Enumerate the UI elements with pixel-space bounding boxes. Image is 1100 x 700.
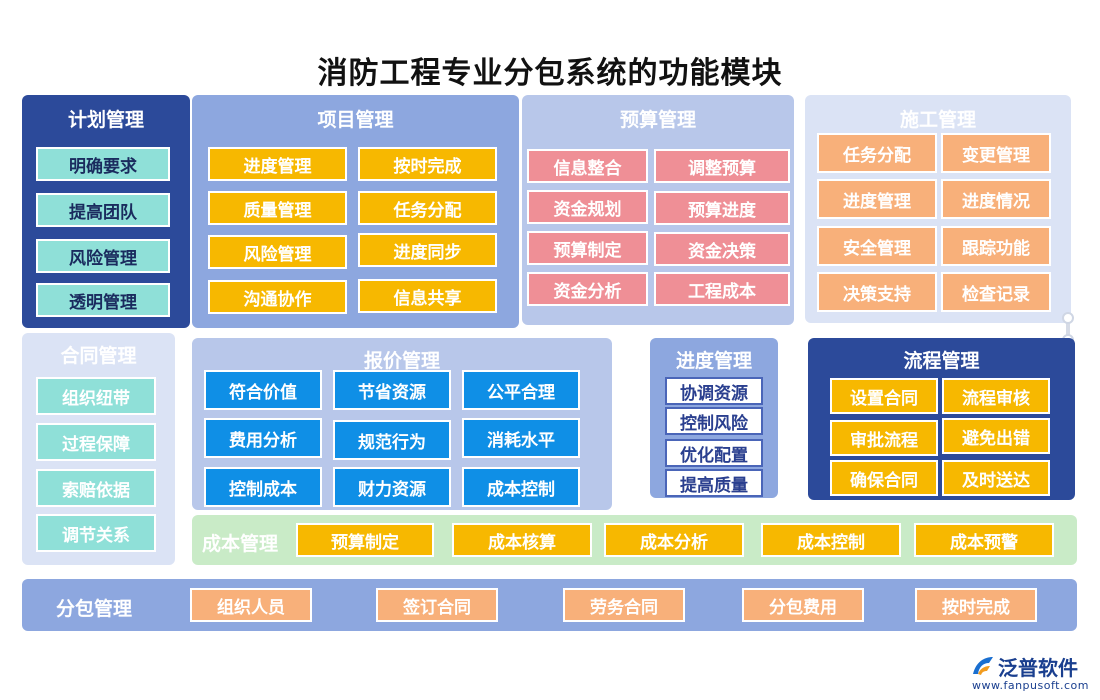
cost-panel: 成本管理 预算制定 成本核算 成本分析 成本控制 成本预警 xyxy=(192,515,1077,565)
quote-item: 消耗水平 xyxy=(462,418,580,458)
project-item: 进度同步 xyxy=(358,233,497,267)
construction-title: 施工管理 xyxy=(899,109,976,131)
fanpu-logo-icon xyxy=(973,657,993,675)
subcontract-panel: 分包管理 组织人员 签订合同 劳务合同 分包费用 按时完成 xyxy=(22,579,1077,631)
process-item: 流程审核 xyxy=(942,378,1050,414)
cost-item: 成本控制 xyxy=(761,523,901,557)
progress-item: 控制风险 xyxy=(665,407,763,435)
cost-item: 成本预警 xyxy=(914,523,1054,557)
subcontract-item: 组织人员 xyxy=(190,588,312,622)
project-item: 风险管理 xyxy=(208,235,347,269)
page-title: 消防工程专业分包系统的功能模块 xyxy=(317,56,783,91)
plan-item: 明确要求 xyxy=(36,147,170,181)
subcontract-item: 分包费用 xyxy=(742,588,864,622)
plan-item: 透明管理 xyxy=(36,283,170,317)
connector-dot xyxy=(1062,312,1074,324)
construction-panel: 施工管理 任务分配 变更管理 进度管理 进度情况 安全管理 跟踪功能 决策支持 … xyxy=(805,95,1071,323)
plan-item: 提高团队 xyxy=(36,193,170,227)
contract-panel: 合同管理 组织纽带 过程保障 索赔依据 调节关系 xyxy=(22,333,175,565)
quote-item: 费用分析 xyxy=(204,418,322,458)
progress-item: 协调资源 xyxy=(665,377,763,405)
budget-item: 信息整合 xyxy=(527,149,648,183)
progress-item: 优化配置 xyxy=(665,439,763,467)
budget-item: 工程成本 xyxy=(654,272,790,306)
construction-item: 决策支持 xyxy=(817,272,937,312)
construction-item: 任务分配 xyxy=(817,133,937,173)
progress-item: 提高质量 xyxy=(665,469,763,497)
project-item: 信息共享 xyxy=(358,279,497,313)
process-item: 审批流程 xyxy=(830,420,938,456)
quote-item: 节省资源 xyxy=(333,370,451,410)
connector-line xyxy=(1066,318,1070,340)
project-item: 沟通协作 xyxy=(208,280,347,314)
quote-item: 成本控制 xyxy=(462,467,580,507)
cost-item: 预算制定 xyxy=(296,523,434,557)
budget-item: 预算进度 xyxy=(654,191,790,225)
process-item: 避免出错 xyxy=(942,418,1050,454)
cost-title: 成本管理 xyxy=(202,533,279,555)
process-panel: 流程管理 设置合同 流程审核 审批流程 避免出错 确保合同 及时送达 xyxy=(808,338,1075,500)
construction-item: 检查记录 xyxy=(941,272,1051,312)
process-item: 确保合同 xyxy=(830,460,938,496)
cost-item: 成本核算 xyxy=(452,523,592,557)
construction-item: 进度管理 xyxy=(817,179,937,219)
quote-panel: 报价管理 符合价值 节省资源 公平合理 费用分析 规范行为 消耗水平 控制成本 … xyxy=(192,338,612,510)
budget-item: 调整预算 xyxy=(654,149,790,183)
cost-item: 成本分析 xyxy=(604,523,744,557)
progress-title: 进度管理 xyxy=(675,350,752,372)
quote-item: 公平合理 xyxy=(462,370,580,410)
subcontract-item: 按时完成 xyxy=(915,588,1037,622)
subcontract-item: 劳务合同 xyxy=(563,588,685,622)
project-title: 项目管理 xyxy=(317,109,394,131)
construction-item: 安全管理 xyxy=(817,226,937,266)
process-item: 及时送达 xyxy=(942,460,1050,496)
project-item: 按时完成 xyxy=(358,147,497,181)
process-item: 设置合同 xyxy=(830,378,938,414)
project-item: 任务分配 xyxy=(358,191,497,225)
construction-item: 变更管理 xyxy=(941,133,1051,173)
budget-item: 资金决策 xyxy=(654,232,790,266)
plan-panel: 计划管理 明确要求 提高团队 风险管理 透明管理 xyxy=(22,95,190,328)
quote-item: 控制成本 xyxy=(204,467,322,507)
budget-item: 资金分析 xyxy=(527,272,648,306)
construction-item: 进度情况 xyxy=(941,179,1051,219)
brand-logo: 泛普软件 www.fanpusoft.com xyxy=(968,652,1092,696)
project-item: 进度管理 xyxy=(208,147,347,181)
quote-title: 报价管理 xyxy=(363,350,440,372)
quote-item: 符合价值 xyxy=(204,370,322,410)
contract-title: 合同管理 xyxy=(60,345,137,367)
contract-item: 组织纽带 xyxy=(36,377,156,415)
budget-panel: 预算管理 信息整合 调整预算 资金规划 预算进度 预算制定 资金决策 资金分析 … xyxy=(522,95,794,325)
logo-name: 泛普软件 xyxy=(998,656,1078,680)
logo-url: www.fanpusoft.com xyxy=(972,679,1089,692)
quote-item: 规范行为 xyxy=(333,420,451,460)
quote-item: 财力资源 xyxy=(333,467,451,507)
budget-title: 预算管理 xyxy=(619,109,696,131)
contract-item: 过程保障 xyxy=(36,423,156,461)
subcontract-title: 分包管理 xyxy=(56,598,133,620)
budget-item: 预算制定 xyxy=(527,231,648,265)
plan-item: 风险管理 xyxy=(36,239,170,273)
process-title: 流程管理 xyxy=(903,350,980,372)
project-item: 质量管理 xyxy=(208,191,347,225)
construction-item: 跟踪功能 xyxy=(941,226,1051,266)
budget-item: 资金规划 xyxy=(527,190,648,224)
subcontract-item: 签订合同 xyxy=(376,588,498,622)
contract-item: 索赔依据 xyxy=(36,469,156,507)
contract-item: 调节关系 xyxy=(36,514,156,552)
progress-panel: 进度管理 协调资源 控制风险 优化配置 提高质量 xyxy=(650,338,778,498)
plan-title: 计划管理 xyxy=(67,109,144,131)
project-panel: 项目管理 进度管理 按时完成 质量管理 任务分配 风险管理 进度同步 沟通协作 … xyxy=(192,95,519,328)
